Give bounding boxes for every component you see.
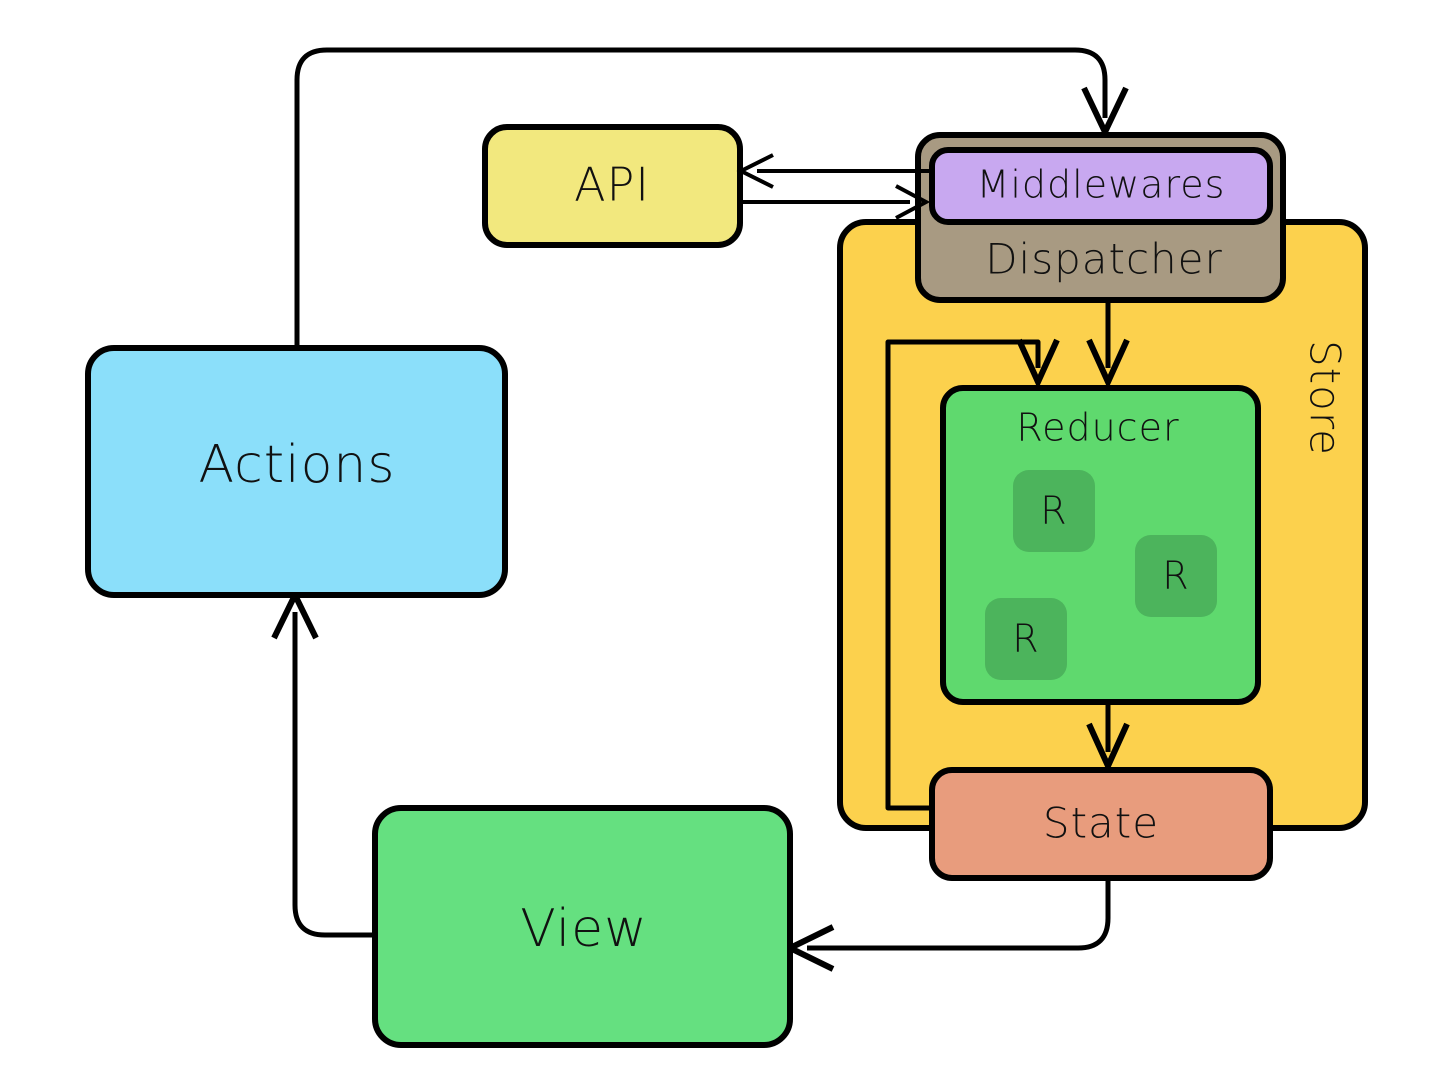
node-middlewares[interactable]: Middlewares [929, 147, 1273, 225]
node-sub-reducer-3[interactable]: R [985, 598, 1067, 680]
store-label-group: Store [1301, 340, 1350, 456]
api-label: API [574, 158, 650, 212]
actions-label: Actions [199, 435, 396, 495]
sub-reducer-1-label: R [1040, 489, 1067, 533]
node-sub-reducer-1[interactable]: R [1013, 470, 1095, 552]
edge-reducer-to-state [1086, 702, 1130, 774]
dispatcher-label: Dispatcher [985, 235, 1223, 284]
sub-reducer-2-label: R [1162, 554, 1189, 598]
store-label: Store [1301, 340, 1350, 456]
node-api[interactable]: API [482, 124, 743, 248]
view-label: View [520, 899, 647, 959]
edge-state-to-view [783, 878, 1111, 972]
sub-reducer-3-label: R [1012, 617, 1039, 661]
node-state[interactable]: State [929, 767, 1273, 881]
middlewares-label: Middlewares [977, 163, 1226, 207]
node-actions[interactable]: Actions [85, 345, 508, 598]
state-label: State [1043, 799, 1159, 848]
edge-dispatcher-to-reducer [1086, 300, 1130, 390]
node-view[interactable]: View [372, 805, 793, 1048]
reducer-label: Reducer [1016, 406, 1179, 450]
edge-state-to-reducer [885, 338, 1060, 811]
edge-api-to-middlewares [740, 184, 931, 220]
edge-middlewares-to-api [736, 153, 932, 189]
edge-view-to-actions [271, 588, 375, 938]
node-sub-reducer-2[interactable]: R [1135, 535, 1217, 617]
